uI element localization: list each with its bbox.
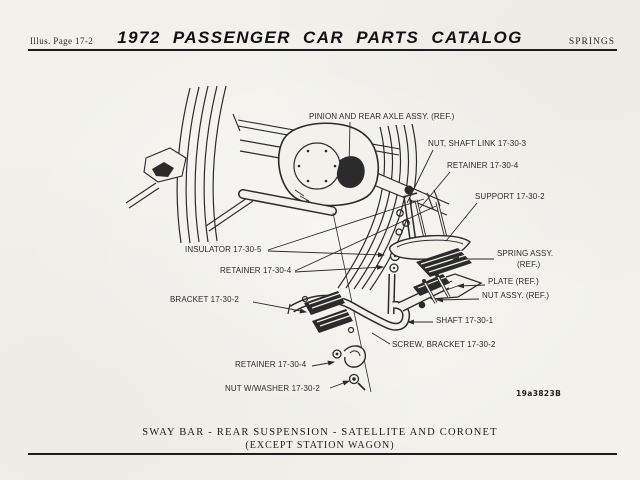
label-pinion-axle: PINION AND REAR AXLE ASSY. (REF.): [309, 112, 455, 121]
caption-line2: (EXCEPT STATION WAGON): [245, 440, 395, 451]
label-spring-assy: SPRING ASSY.: [497, 249, 554, 258]
sway-bar-bracket-right: [413, 273, 451, 304]
label-nut-assy: NUT ASSY. (REF.): [482, 291, 550, 300]
caption-line1: SWAY BAR - REAR SUSPENSION - SATELLITE A…: [142, 427, 498, 438]
differential-housing: [277, 122, 380, 207]
brake-flange: [125, 147, 187, 209]
header-rule: [28, 49, 617, 51]
label-screw-bracket: SCREW, BRACKET 17-30-2: [392, 340, 496, 349]
label-plate: PLATE (REF.): [488, 277, 539, 286]
label-nut-washer: NUT W/WASHER 17-30-2: [225, 384, 320, 393]
section-label: SPRINGS: [568, 37, 615, 47]
label-shaft: SHAFT 17-30-1: [436, 316, 494, 325]
nut-washer-part: [348, 373, 366, 391]
label-retainer-left: RETAINER 17-30-4: [220, 266, 292, 275]
label-retainer-upper: RETAINER 17-30-4: [447, 161, 519, 170]
label-nut-shaft-link: NUT, SHAFT LINK 17-30-3: [428, 139, 527, 148]
label-insulator: INSULATOR 17-30-5: [185, 245, 262, 254]
leader-lines: [252, 121, 494, 389]
label-bracket: BRACKET 17-30-2: [170, 295, 239, 304]
catalog-title: 1972 PASSENGER CAR PARTS CATALOG: [117, 28, 523, 47]
label-retainer-lower: RETAINER 17-30-4: [235, 360, 307, 369]
spring-insulator-block: [416, 248, 472, 277]
label-support: SUPPORT 17-30-2: [475, 192, 545, 201]
shaft-rod: [238, 189, 337, 216]
sway-bar-bracket-left: [301, 291, 355, 334]
footer-rule: [28, 453, 617, 455]
retainer-clamp: [332, 345, 367, 368]
figure-code: 19a3823B: [516, 389, 562, 398]
label-spring-assy-ref: (REF.): [517, 260, 541, 269]
illus-page-label: Illus. Page 17-2: [30, 36, 94, 46]
